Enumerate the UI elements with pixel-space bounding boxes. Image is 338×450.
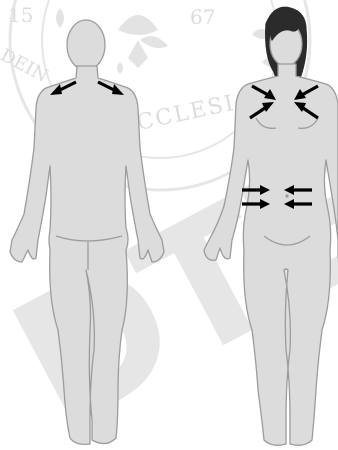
seal-motto-left: DEIN xyxy=(0,45,51,87)
back-head xyxy=(67,20,105,70)
seal-year-right: 67 xyxy=(190,5,215,29)
seal-year-left: 15 xyxy=(8,3,33,27)
